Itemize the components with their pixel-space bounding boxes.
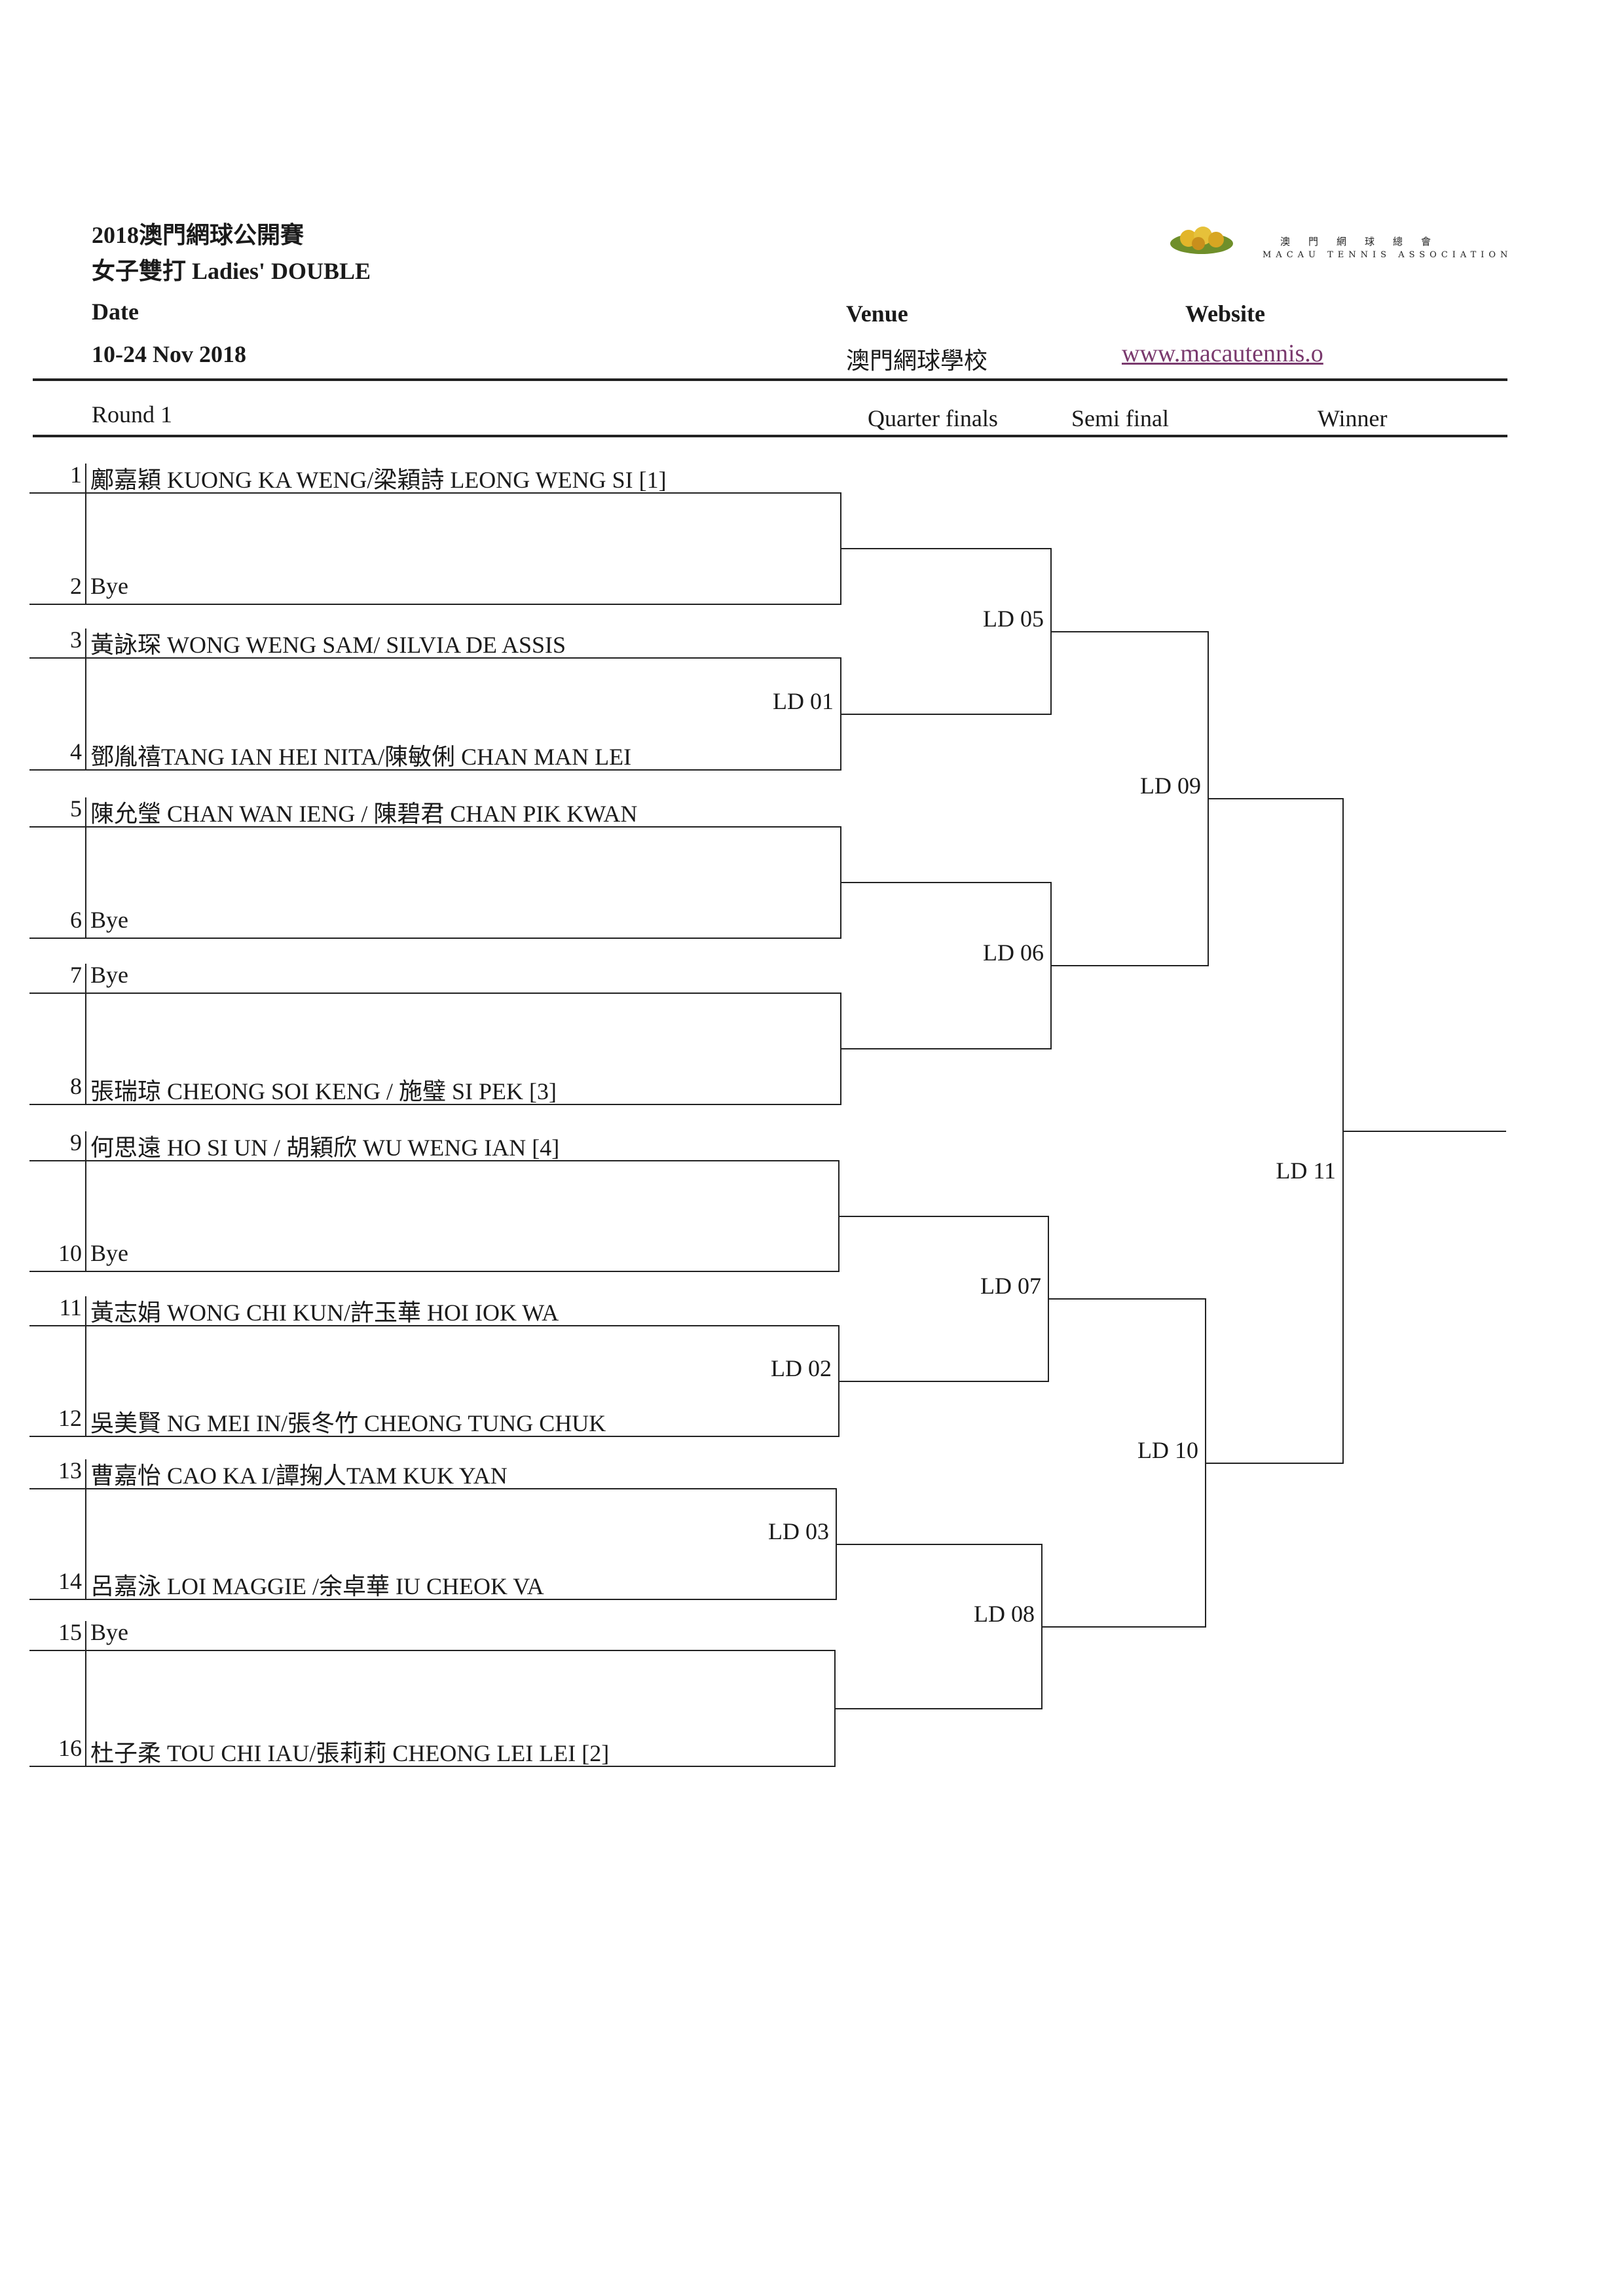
- number-divider: [85, 629, 86, 771]
- winner-heading: Winner: [1318, 405, 1388, 431]
- entry-number: 13: [58, 1457, 82, 1484]
- round1-match-label: LD 02: [771, 1355, 832, 1381]
- quarterfinal-match-label: LD 07: [980, 1273, 1041, 1299]
- entry-number: 6: [70, 907, 82, 933]
- entry-line: [29, 492, 840, 494]
- entry-name: 鄧胤禧TANG IAN HEI NITA/陳敏俐 CHAN MAN LEI: [90, 744, 632, 770]
- entry-number: 7: [70, 962, 82, 988]
- entry-name: Bye: [90, 962, 128, 988]
- entry-line: [29, 1599, 836, 1600]
- entry-number: 15: [58, 1619, 82, 1645]
- venue-value: 澳門網球學校: [846, 348, 988, 374]
- quarterfinal-match-label: LD 05: [983, 606, 1044, 632]
- semifinal-heading: Semi final: [1071, 405, 1169, 431]
- entry-number: 4: [70, 738, 82, 765]
- entry-number: 9: [70, 1129, 82, 1156]
- website-link[interactable]: www.macautennis.o: [1122, 340, 1323, 367]
- number-divider: [85, 797, 86, 939]
- quarterfinal-output-line: [1048, 1298, 1205, 1300]
- entry-line: [29, 1104, 840, 1105]
- number-divider: [85, 464, 86, 605]
- final-match-label: LD 11: [1276, 1157, 1336, 1184]
- entry-name: 曹嘉怡 CAO KA I/譚掬人TAM KUK YAN: [90, 1463, 507, 1489]
- quarterfinal-output-line: [1050, 631, 1208, 632]
- quarterfinal-match-label: LD 06: [983, 939, 1044, 966]
- entry-number: 3: [70, 627, 82, 653]
- entry-name: 黃志娟 WONG CHI KUN/許玉華 HOI IOK WA: [90, 1300, 559, 1326]
- winner-line: [1342, 1131, 1506, 1132]
- quarterfinal-output-line: [1041, 1626, 1205, 1628]
- entry-number: 2: [70, 573, 82, 599]
- entry-number: 16: [58, 1735, 82, 1761]
- entry-number: 8: [70, 1073, 82, 1099]
- entry-line: [29, 1160, 838, 1161]
- number-divider: [85, 1621, 86, 1767]
- column-heading-rule: [33, 435, 1507, 437]
- event-subtitle: 女子雙打 Ladies' DOUBLE: [92, 258, 371, 284]
- entry-name: 黃詠琛 WONG WENG SAM/ SILVIA DE ASSIS: [90, 632, 566, 658]
- entry-name: Bye: [90, 1240, 128, 1266]
- entry-name: 杜子柔 TOU CHI IAU/張莉莉 CHEONG LEI LEI [2]: [90, 1740, 610, 1766]
- quarterfinal-heading: Quarter finals: [868, 405, 998, 431]
- entry-name: Bye: [90, 907, 128, 933]
- round1-output-line: [840, 882, 1050, 883]
- number-divider: [85, 1296, 86, 1437]
- entry-name: Bye: [90, 573, 128, 599]
- round1-output-line: [836, 1544, 1041, 1545]
- entry-line: [29, 1325, 838, 1326]
- round1-output-line: [838, 1381, 1048, 1382]
- round1-output-line: [840, 548, 1050, 549]
- number-divider: [85, 1459, 86, 1600]
- entry-line: [29, 1488, 836, 1489]
- entry-line: [29, 769, 840, 771]
- semifinal-output-line: [1205, 1463, 1342, 1464]
- entry-number: 14: [58, 1568, 82, 1594]
- event-title: 2018澳門網球公開賽: [92, 222, 304, 248]
- entry-name: 鄺嘉穎 KUONG KA WENG/梁穎詩 LEONG WENG SI [1]: [90, 467, 667, 493]
- entry-name: 陳允瑩 CHAN WAN IENG / 陳碧君 CHAN PIK KWAN: [90, 801, 638, 827]
- number-divider: [85, 1131, 86, 1272]
- entry-number: 11: [59, 1294, 82, 1321]
- venue-label: Venue: [846, 301, 908, 327]
- entry-line: [29, 993, 840, 994]
- entry-name: Bye: [90, 1619, 128, 1645]
- quarterfinal-match-label: LD 08: [974, 1601, 1035, 1627]
- entry-line: [29, 1436, 838, 1437]
- website-label: Website: [1185, 301, 1265, 327]
- entry-name: 呂嘉泳 LOI MAGGIE /余卓華 IU CHEOK VA: [90, 1573, 544, 1599]
- entry-number: 1: [70, 462, 82, 488]
- entry-line: [29, 1650, 834, 1651]
- round1-heading: Round 1: [92, 401, 173, 428]
- round1-output-line: [840, 714, 1050, 715]
- quarterfinal-output-line: [1050, 965, 1208, 966]
- entry-name: 吳美賢 NG MEI IN/張冬竹 CHEONG TUNG CHUK: [90, 1410, 606, 1436]
- semifinal-output-line: [1208, 798, 1342, 799]
- entry-number: 12: [58, 1405, 82, 1431]
- date-label: Date: [92, 299, 139, 325]
- entry-line: [29, 938, 840, 939]
- logo-english-name: MACAU TENNIS ASSOCIATION: [1263, 250, 1513, 260]
- semifinal-match-label: LD 09: [1140, 773, 1201, 799]
- number-divider: [85, 964, 86, 1105]
- entry-number: 10: [58, 1240, 82, 1266]
- date-value: 10-24 Nov 2018: [92, 341, 246, 367]
- logo-chinese-name: 澳門網球總會: [1280, 237, 1450, 247]
- header-rule: [33, 378, 1507, 381]
- entry-line: [29, 826, 840, 828]
- semifinal-match-label: LD 10: [1137, 1437, 1198, 1463]
- entry-name: 張瑞琼 CHEONG SOI KENG / 施璧 SI PEK [3]: [90, 1078, 557, 1104]
- round1-match-label: LD 03: [768, 1518, 829, 1544]
- entry-line: [29, 1271, 838, 1272]
- entry-line: [29, 657, 840, 659]
- entry-line: [29, 1766, 834, 1767]
- round1-output-line: [834, 1708, 1041, 1709]
- entry-number: 5: [70, 795, 82, 822]
- round1-output-line: [840, 1048, 1050, 1049]
- round1-match-label: LD 01: [773, 688, 834, 714]
- tennis-balls-logo-icon: [1169, 224, 1234, 257]
- entry-name: 何思遠 HO SI UN / 胡穎欣 WU WENG IAN [4]: [90, 1135, 560, 1161]
- round1-output-line: [838, 1216, 1048, 1217]
- entry-line: [29, 604, 840, 605]
